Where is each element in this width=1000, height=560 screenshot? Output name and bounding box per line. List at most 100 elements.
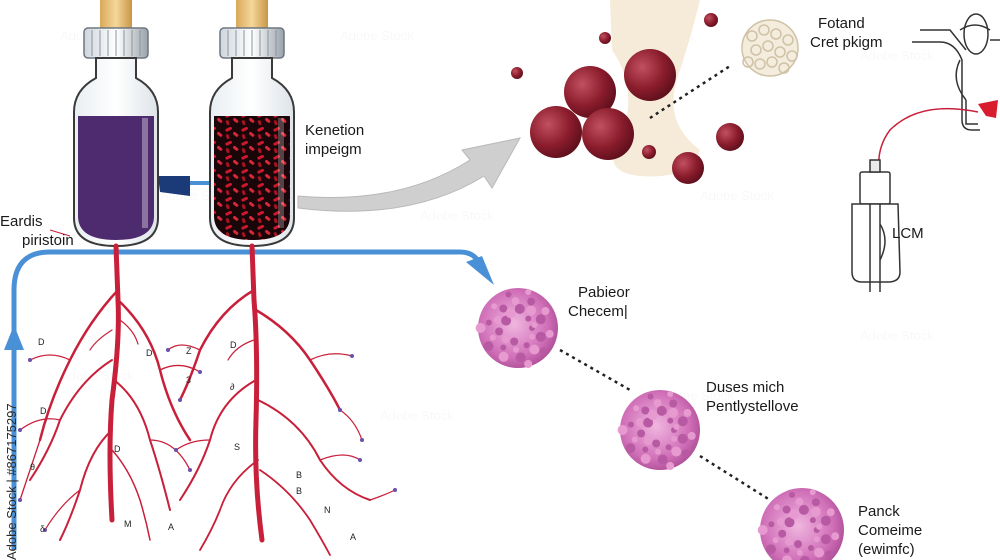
bottle-icon (851, 159, 901, 292)
pathogen-knob (665, 444, 672, 451)
tube1-label-line1: Eardis (0, 213, 43, 230)
pathogen-knob (501, 335, 510, 344)
cluster2-label: Duses mich Pentlystellove (706, 378, 799, 416)
pathogen-knob (683, 409, 692, 417)
red-valve-icon (978, 100, 998, 118)
root-right-letter: D (230, 340, 237, 350)
pathogen-knob (778, 529, 787, 538)
pathogen-knob (633, 405, 640, 412)
pathogen-knob (647, 410, 658, 421)
pathogen-knob (814, 547, 825, 558)
pathogen-knob (535, 314, 546, 325)
pathogen-knob (514, 303, 525, 314)
pathogen-knob (798, 504, 809, 515)
pathogen-knob (677, 416, 688, 427)
pathogen-knob (505, 308, 516, 319)
root-left-letter: D (114, 444, 121, 454)
blood-sphere-icon (511, 13, 744, 184)
pathogen-knob (783, 547, 790, 554)
dropper-tube-purple (73, 0, 159, 248)
pathogen-knob (781, 555, 792, 560)
pathogen-knob (671, 435, 678, 442)
svg-text:Adobe Stock: Adobe Stock (420, 208, 494, 223)
pathogen-surface-knobs (475, 289, 840, 560)
cluster1-label-line1: Pabieor (578, 284, 630, 301)
pathogen-knob (831, 532, 840, 541)
svg-text:Adobe Stock: Adobe Stock (860, 328, 934, 343)
pathogen-knob (643, 437, 652, 446)
root-right-letter: ∂ (230, 382, 235, 392)
pathogen-knob (671, 446, 682, 457)
pathogen-knob (505, 291, 512, 298)
pathogen-knob (498, 351, 509, 362)
pathogen-knob (635, 418, 644, 427)
pathogen-knob (652, 439, 661, 448)
svg-text:Adobe Stock: Adobe Stock (860, 48, 934, 63)
pathogen-knob (774, 504, 780, 511)
pathogen-knob (784, 517, 795, 528)
connector-arrow (158, 176, 190, 196)
pathogen-knob (529, 333, 536, 340)
pathogen-knob (820, 534, 831, 545)
pathogen-knob (545, 329, 554, 338)
pathogen-knob (820, 515, 831, 526)
tube1-label: Eardis piristoin (0, 212, 74, 250)
cluster3-label: Panck Comeime (ewimfc) (858, 502, 922, 559)
pathogen-knob (653, 399, 662, 408)
pathogen-knob (541, 307, 550, 315)
pathogen-knob (475, 323, 486, 333)
pathogen-knob (794, 540, 802, 549)
pathogen-knob (768, 521, 775, 528)
pathogen-knob (765, 544, 776, 555)
pathogen-knob (510, 337, 519, 346)
pathogen-knob (525, 315, 532, 322)
root-left-letter: D (146, 348, 153, 358)
root-right-letter: B (296, 486, 302, 496)
pathogen-knob (809, 517, 816, 524)
pathogen-knob (785, 537, 794, 546)
pathogen-knob (625, 443, 636, 454)
pathogen-knob (524, 360, 533, 368)
pathogen-knob (535, 331, 546, 342)
pathogen-knob (529, 344, 540, 355)
pathogen-knob (485, 319, 492, 326)
dropper-tube-red (209, 0, 295, 248)
pathogen-knob (627, 421, 634, 428)
pathogen-knob (808, 545, 814, 551)
watermark-id: Adobe Stock | #867175297 (4, 403, 19, 560)
gray-arrow (297, 137, 521, 212)
root-left-letter: D (38, 337, 45, 347)
pathogen-knob (776, 517, 785, 526)
cluster2-label-line2: Pentlystellove (706, 398, 799, 415)
pathogen-knob (637, 429, 646, 438)
pathogen-knob (631, 436, 638, 443)
root-left-letter: D (40, 406, 47, 416)
pathogen-knob (501, 315, 512, 326)
pathogen-knob (526, 305, 537, 316)
pathogen-knob (799, 555, 810, 560)
pathogen-knob (795, 497, 804, 506)
pathogen-knob (513, 346, 519, 353)
pathogen-knob (640, 453, 651, 464)
pathogen-knob (500, 344, 507, 351)
pathogen-knob (772, 537, 779, 544)
pathogen-knob (826, 508, 835, 517)
pathogen-knob (809, 489, 816, 496)
root-left-letter: θ (30, 462, 35, 472)
root-right-letter: A (350, 532, 356, 542)
svg-text:Adobe Stock: Adobe Stock (700, 188, 774, 203)
pathogen-knob (796, 549, 803, 556)
tube2-label-line1: Kenetion (305, 122, 365, 139)
vessel-tips (18, 348, 397, 532)
top-right-label: Fotand Cret pkigm (810, 14, 883, 52)
pathogen-knob (515, 352, 526, 363)
pathogen-knob (687, 431, 696, 440)
cluster3-label-line2: Comeime (858, 522, 923, 539)
cluster2-label-line1: Duses mich (706, 379, 785, 396)
pathogen-knob (813, 536, 820, 543)
blue-flow-arrow (11, 249, 483, 550)
